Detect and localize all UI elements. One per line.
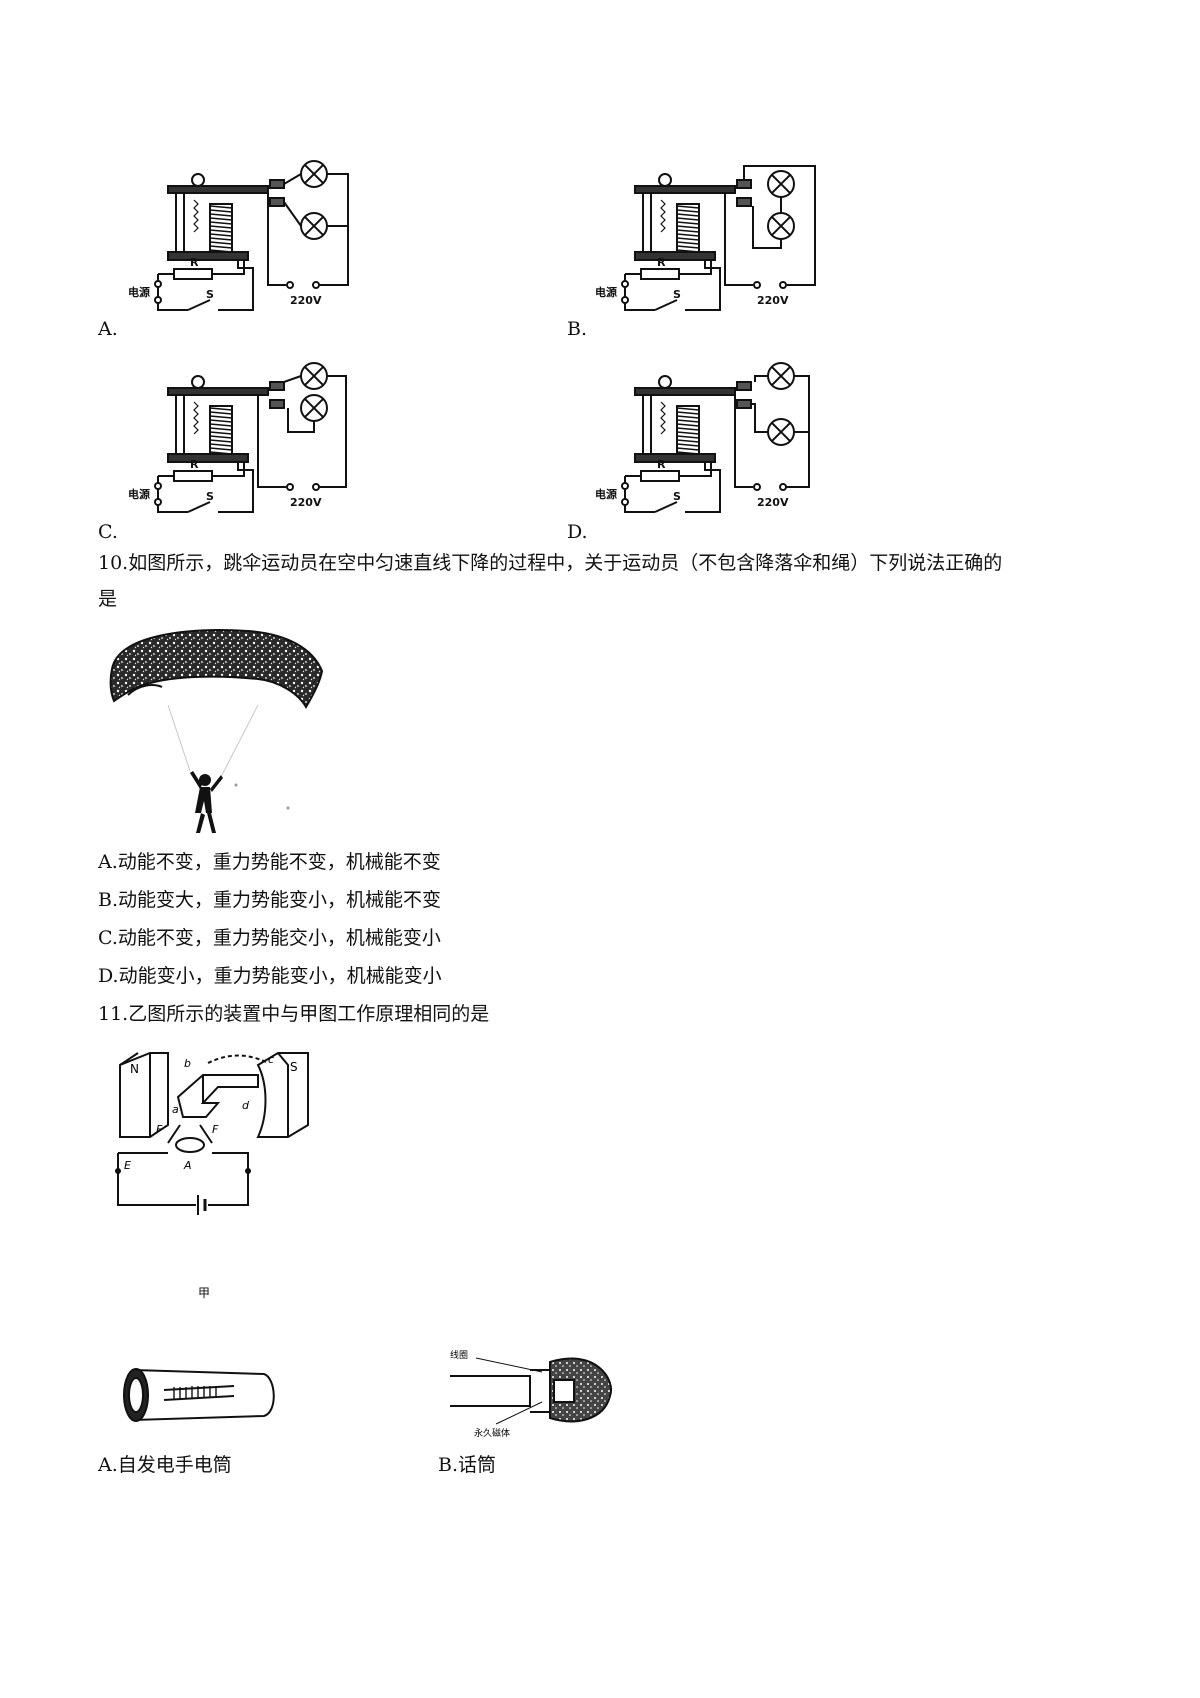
motor-label-n: N bbox=[130, 1062, 139, 1076]
motor-label-e: E bbox=[124, 1159, 131, 1172]
motor-label-s: S bbox=[290, 1060, 298, 1074]
parachutist-figure bbox=[109, 629, 324, 833]
question-10-option-a: A.动能不变，重力势能不变，机械能不变 bbox=[98, 851, 441, 873]
motor-label-f2: F bbox=[212, 1123, 219, 1136]
circuit-figure-a: 电源 R S 220V bbox=[118, 160, 398, 334]
circuit-label-s: S bbox=[673, 490, 681, 503]
option-label-a: A. bbox=[98, 318, 118, 340]
question-10-stem-line2: 是 bbox=[98, 588, 118, 610]
circuit-figure-c: 电源 R S 220V bbox=[118, 362, 398, 536]
motor-label-f1: F bbox=[156, 1123, 163, 1136]
circuit-figure-b: 电源 R S 220V bbox=[585, 160, 865, 334]
figure-caption-jia: 甲 bbox=[198, 1286, 211, 1300]
circuit-label-r: R bbox=[190, 256, 199, 269]
motor-label-c: c bbox=[268, 1053, 274, 1066]
parachutist-person bbox=[190, 771, 223, 833]
question-10-option-c: C.动能不变，重力势能交小，机械能变小 bbox=[98, 927, 441, 949]
question-11-stem: 11.乙图所示的装置中与甲图工作原理相同的是 bbox=[98, 1003, 490, 1025]
circuit-label-power: 电源 bbox=[128, 487, 150, 501]
option-label-d: D. bbox=[567, 521, 588, 543]
motor-label-a2: A bbox=[183, 1159, 192, 1172]
question-10-stem-line1: 10.如图所示，跳伞运动员在空中匀速直线下降的过程中，关于运动员（不包含降落伞和… bbox=[98, 552, 1003, 574]
circuit-label-s: S bbox=[206, 490, 214, 503]
question-11-option-b: B.话筒 bbox=[438, 1454, 497, 1476]
option-label-b: B. bbox=[567, 318, 588, 340]
circuit-label-power: 电源 bbox=[595, 285, 617, 299]
microphone-label-magnet: 永久磁体 bbox=[474, 1427, 510, 1439]
circuit-label-r: R bbox=[657, 256, 666, 269]
motor-label-d: d bbox=[242, 1099, 250, 1112]
option-label-c: C. bbox=[98, 521, 118, 543]
flashlight-figure bbox=[123, 1368, 275, 1422]
circuit-figure-d: 电源 R S 220V bbox=[582, 362, 865, 536]
question-11-option-a: A.自发电手电筒 bbox=[98, 1454, 232, 1476]
circuit-label-220v: 220V bbox=[290, 496, 322, 509]
circuit-label-220v: 220V bbox=[757, 294, 789, 307]
circuit-label-220v: 220V bbox=[290, 294, 322, 307]
microphone-figure: 线圈 永久磁体 bbox=[450, 1349, 612, 1439]
circuit-label-s: S bbox=[673, 288, 681, 301]
parachute-canopy bbox=[109, 629, 324, 709]
circuit-label-r: R bbox=[190, 458, 199, 471]
microphone-label-coil: 线圈 bbox=[450, 1349, 468, 1361]
motor-label-a: a bbox=[172, 1103, 179, 1116]
question-10-option-b: B.动能变大，重力势能变小，机械能不变 bbox=[98, 889, 442, 911]
circuit-label-power: 电源 bbox=[595, 487, 617, 501]
question-10-option-d: D.动能变小，重力势能变小，机械能变小 bbox=[98, 965, 442, 987]
circuit-label-r: R bbox=[657, 458, 666, 471]
circuit-label-s: S bbox=[206, 288, 214, 301]
motor-figure-jia: N S b c a d F F E A bbox=[115, 1052, 309, 1215]
circuit-label-power: 电源 bbox=[128, 285, 150, 299]
circuit-label-220v: 220V bbox=[757, 496, 789, 509]
motor-label-b: b bbox=[184, 1057, 191, 1070]
